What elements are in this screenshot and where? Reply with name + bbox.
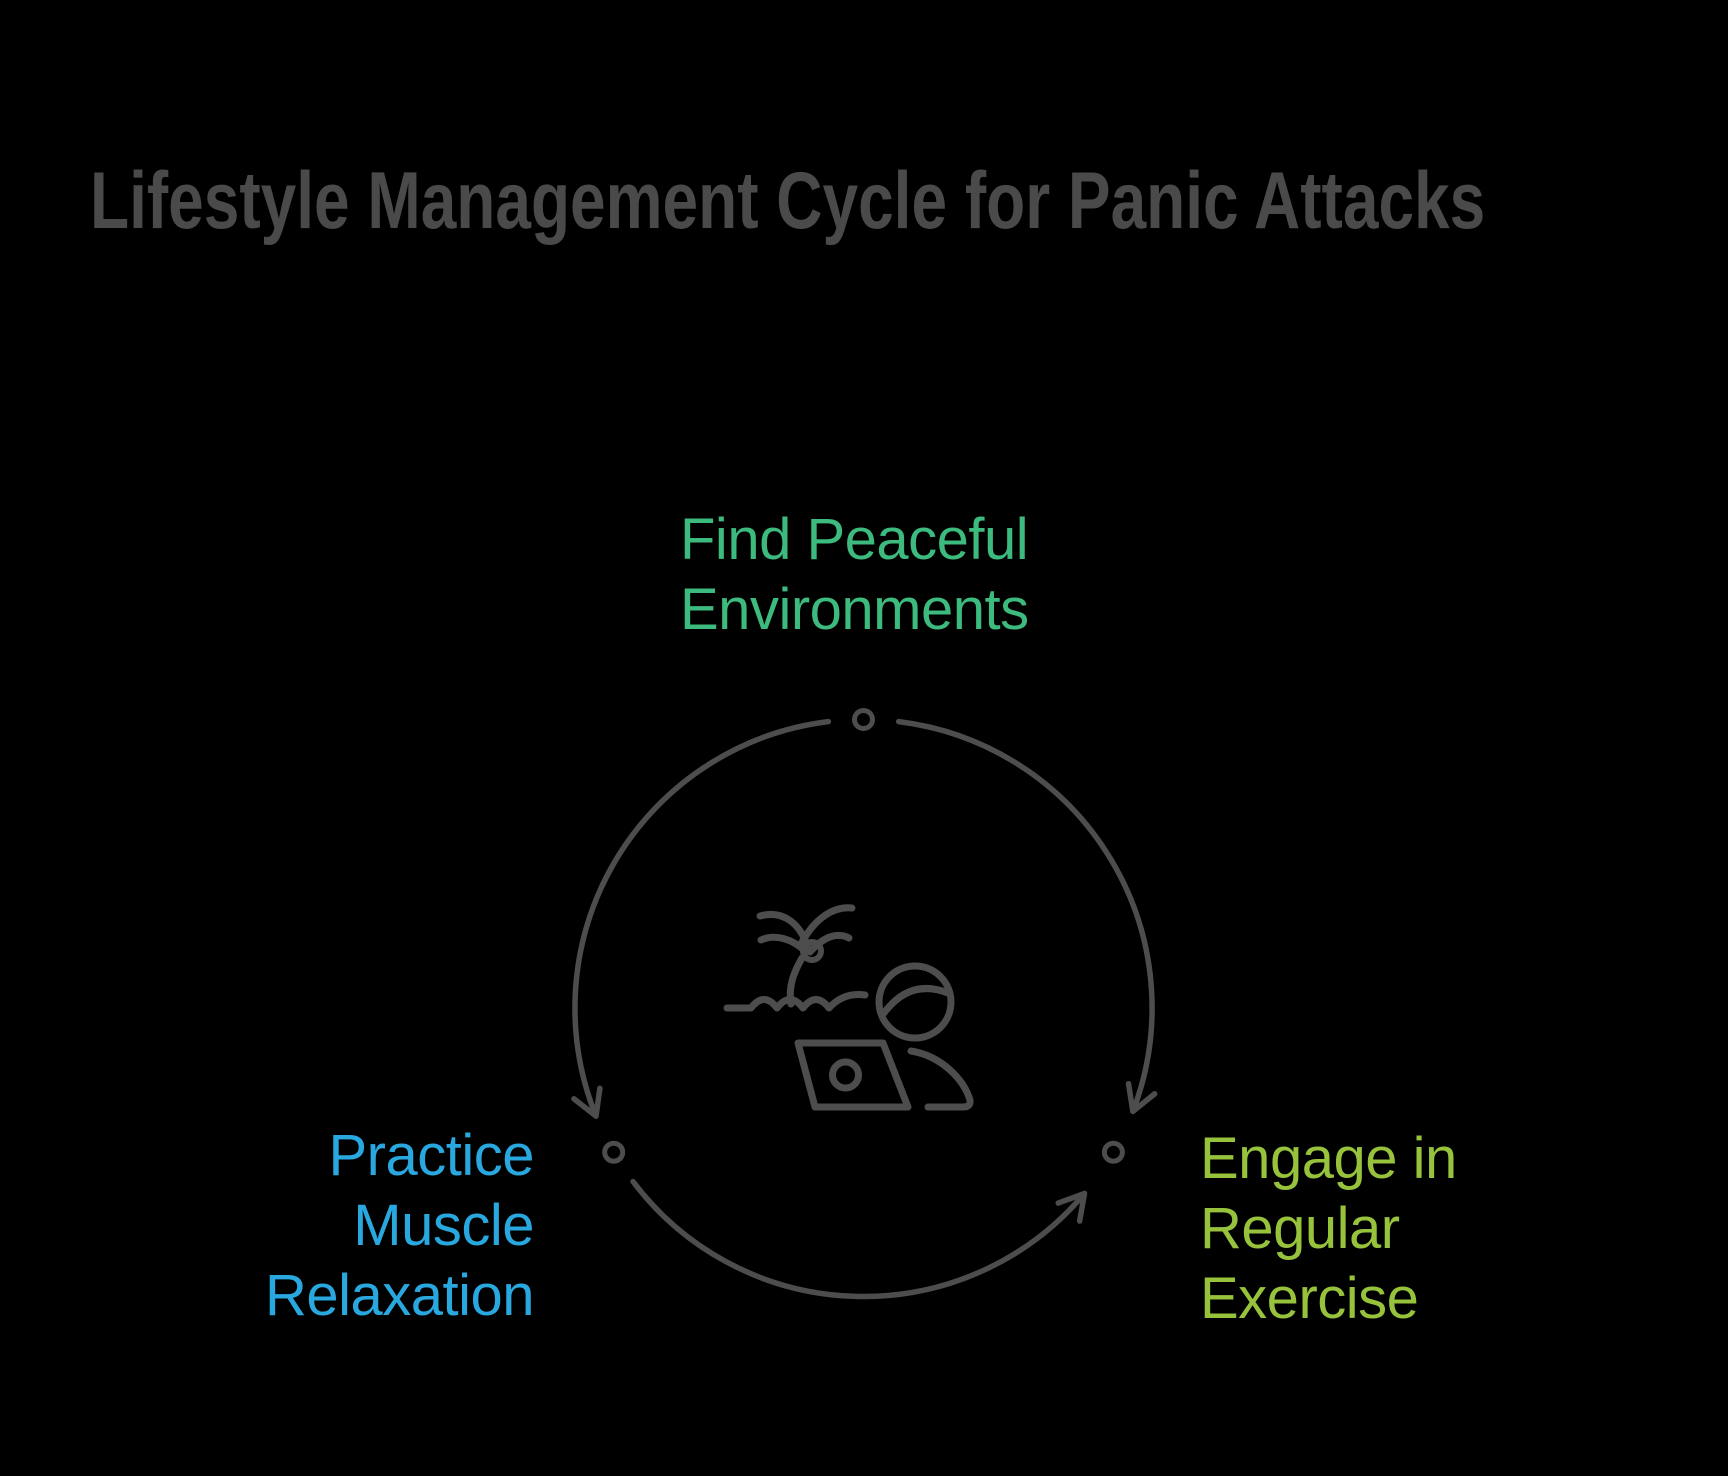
arrowhead-into-left-node <box>571 1085 603 1119</box>
step-label-practice-muscle-relaxation: Practice Muscle Relaxation <box>264 1123 535 1328</box>
arc-top-to-right <box>895 718 1155 1115</box>
arc-left-to-right-bottom <box>630 1178 1088 1300</box>
node-top <box>852 708 875 731</box>
person-hair-line <box>880 985 952 1017</box>
arc-top-to-left <box>572 718 832 1119</box>
step-label-engage-in-regular-exercise: Engage in Regular Exercise <box>1200 1126 1457 1331</box>
waves-icon <box>723 991 869 1012</box>
laptop-icon <box>794 1039 912 1111</box>
palm-frond-right <box>806 931 853 956</box>
arrowhead-into-right-node-bottom <box>1055 1190 1088 1224</box>
step-label-find-peaceful-environments: Find Peaceful Environments <box>680 507 1029 642</box>
person-laptop-palm-beach-icon <box>723 904 974 1111</box>
palm-frond-upper-right <box>796 904 856 950</box>
cycle-nodes <box>602 708 1125 1164</box>
page-title: Lifestyle Management Cycle for Panic Att… <box>90 156 1486 246</box>
laptop-logo-circle <box>829 1058 862 1092</box>
cycle-arcs <box>571 718 1158 1300</box>
person-head <box>875 962 955 1042</box>
arrowhead-into-right-node-top <box>1125 1080 1158 1115</box>
person-shoulder <box>907 1047 974 1111</box>
coconut-icon <box>800 939 824 963</box>
node-right <box>1101 1140 1125 1164</box>
node-left <box>602 1140 626 1164</box>
